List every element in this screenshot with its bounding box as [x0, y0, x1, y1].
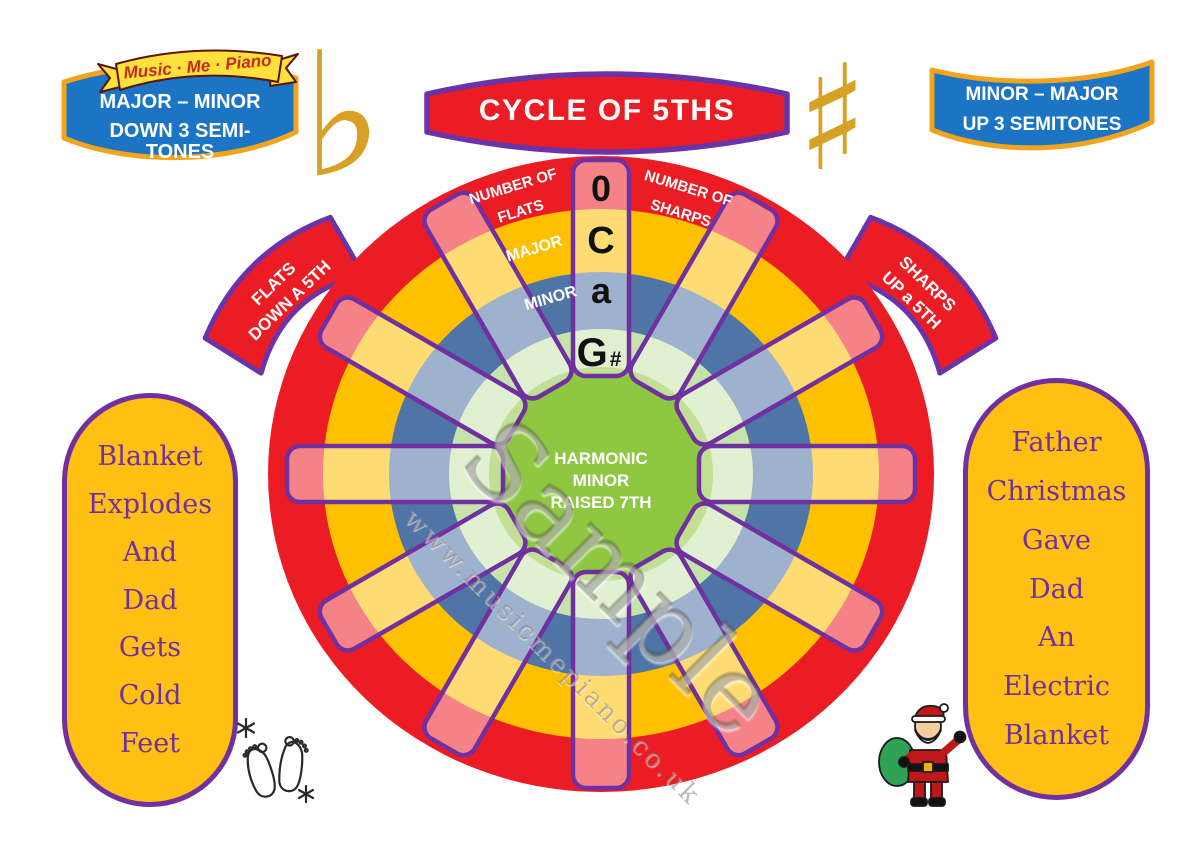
spoke-12-oclock	[570, 157, 632, 379]
center-caption-line2: MINOR	[573, 471, 630, 490]
spoke-3-oclock	[696, 443, 918, 505]
left-footprint	[242, 742, 276, 798]
banner-tl-line3: TONES	[146, 141, 215, 163]
banner-tl-line1: MAJOR – MINOR	[99, 91, 261, 113]
spoke-11-oclock	[422, 190, 574, 401]
santa-beard	[914, 729, 942, 744]
spoke-4-oclock	[674, 501, 885, 653]
example-flats-count: 0	[591, 168, 611, 209]
spoke-5-oclock	[628, 547, 780, 758]
mnemonic-word: Feet	[119, 728, 181, 760]
sharps-mnemonic-card: Father Christmas Gave Dad An Electric Bl…	[963, 378, 1150, 800]
banner-tr-line1: MINOR – MAJOR	[965, 84, 1118, 105]
center-caption-line3: RAISED 7TH	[550, 493, 651, 512]
center-caption-line1: HARMONIC	[554, 449, 648, 468]
ribbon-band	[115, 49, 283, 91]
santa-mitten-right	[953, 730, 967, 744]
santa-hat-pompom	[939, 703, 949, 713]
santa-hat-band	[911, 715, 946, 723]
example-major-key: C	[587, 220, 614, 262]
father-christmas-icon	[878, 703, 967, 807]
raised-7th-sharp-sign: #	[610, 348, 622, 371]
spoke-6-oclock	[570, 569, 632, 791]
spoke-1-oclock	[628, 190, 780, 401]
spoke-9-oclock	[284, 443, 506, 505]
mnemonic-word: Blanket	[97, 440, 203, 472]
arc-shape	[835, 214, 999, 376]
mnemonic-word: Gets	[118, 632, 182, 664]
flat-symbol: ♭	[302, 15, 384, 216]
minor-major-banner: MINOR – MAJOR UP 3 SEMITONES	[929, 59, 1155, 151]
snowflake-icon	[297, 784, 315, 804]
santa-right-boot	[928, 797, 946, 807]
santa-left-boot	[910, 797, 928, 807]
mnemonic-word: An	[1038, 622, 1075, 654]
cycle-of-5ths-wheel: NUMBER OF FLATS NUMBER OF SHARPS MAJOR M…	[268, 156, 934, 792]
banner-tr-line2: UP 3 SEMITONES	[963, 114, 1122, 135]
arc-shape	[202, 214, 366, 376]
mnemonic-word: Blanket	[1003, 720, 1110, 752]
spoke-group	[284, 157, 918, 791]
santa-belt-buckle	[922, 761, 934, 773]
spoke-8-oclock	[317, 501, 528, 653]
spoke-2-oclock	[674, 295, 885, 447]
mnemonic-word: Electric	[1003, 671, 1110, 703]
mnemonic-word: And	[122, 536, 178, 568]
example-minor-key: a	[591, 270, 612, 311]
example-raised-7th: G#	[577, 331, 622, 375]
spoke-7-oclock	[422, 547, 574, 758]
title-banner: CYCLE OF 5THS	[424, 71, 790, 155]
mnemonic-word: Dad	[1028, 573, 1085, 605]
banner-tl-line2: DOWN 3 SEMI-	[109, 120, 250, 142]
mnemonic-word: Gave	[1022, 524, 1091, 556]
title-shape	[424, 71, 790, 155]
cold-feet-footprints-icon	[236, 717, 315, 804]
mnemonic-word: Dad	[122, 584, 178, 616]
santa-left-leg	[913, 781, 926, 799]
mnemonic-word: Father	[1011, 426, 1102, 458]
flats-direction-banner: FLATS DOWN A 5TH	[202, 214, 366, 376]
spoke-10-oclock	[317, 295, 528, 447]
wheel-center-circle	[489, 367, 713, 581]
mnemonic-word: Christmas	[986, 475, 1127, 507]
banner-shape	[929, 59, 1155, 151]
music-me-piano-logo: Music · Me · Piano	[97, 49, 299, 93]
right-footprint	[278, 735, 309, 793]
sharps-direction-banner: SHARPS UP a 5TH	[835, 214, 999, 376]
mnemonic-word: Explodes	[87, 488, 213, 520]
mnemonic-word: Cold	[118, 680, 182, 712]
santa-right-arm	[939, 736, 961, 758]
santa-mitten-left	[898, 756, 910, 768]
flats-mnemonic-card: Blanket Explodes And Dad Gets Cold Feet	[62, 393, 238, 807]
sharp-symbol: ♯	[797, 34, 868, 204]
snowflake-icon	[236, 717, 256, 739]
santa-right-leg	[930, 781, 943, 799]
page-title: CYCLE OF 5THS	[479, 94, 735, 127]
